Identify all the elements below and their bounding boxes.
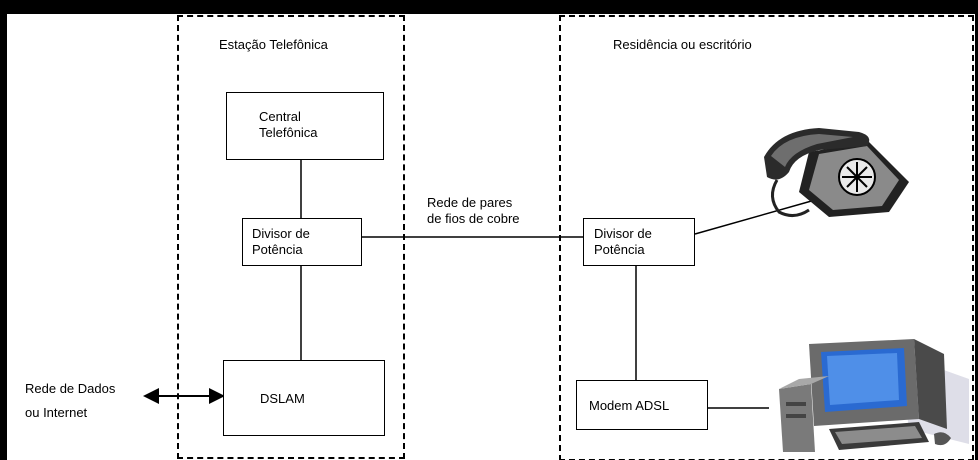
line-divisor-telephone xyxy=(694,199,816,235)
residence-title: Residência ou escritório xyxy=(613,37,752,52)
modem-adsl-box: Modem ADSL xyxy=(576,380,708,430)
computer-icon xyxy=(779,339,969,452)
central-telefonica-label: Central Telefônica xyxy=(259,109,318,140)
divisor-potencia-station-label: Divisor de Potência xyxy=(252,226,310,257)
connector-layer xyxy=(143,158,816,409)
region-estacao-telefonica xyxy=(177,15,405,459)
divisor-potencia-residence-box: Divisor de Potência xyxy=(583,218,695,266)
dslam-label: DSLAM xyxy=(260,391,305,406)
dslam-box: DSLAM xyxy=(223,360,385,436)
station-title: Estação Telefônica xyxy=(219,37,328,52)
data-network-label: Rede de Dados ou Internet xyxy=(25,381,116,420)
telephone-icon xyxy=(764,128,909,217)
central-telefonica-box: Central Telefônica xyxy=(226,92,384,160)
divisor-potencia-station-box: Divisor de Potência xyxy=(242,218,362,266)
copper-network-label: Rede de pares de fios de cobre xyxy=(427,195,520,226)
diagram-canvas: Estação Telefônica Residência ou escritó… xyxy=(7,14,975,460)
modem-adsl-label: Modem ADSL xyxy=(589,398,670,413)
divisor-potencia-residence-label: Divisor de Potência xyxy=(594,226,652,257)
